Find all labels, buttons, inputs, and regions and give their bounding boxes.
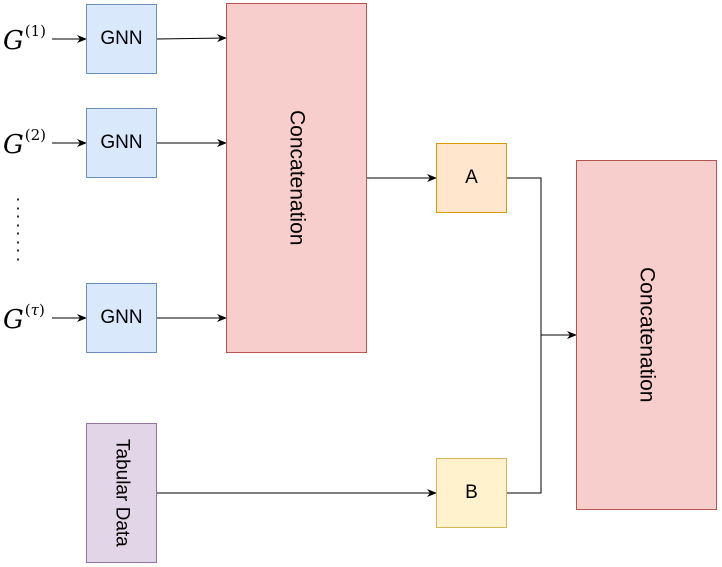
concatenation-box-2[interactable]: Concatenation — [576, 160, 717, 510]
concatenation-box-1[interactable]: Concatenation — [226, 3, 367, 353]
input-label-g2: G(2) — [3, 126, 47, 160]
box-a[interactable]: A — [436, 143, 507, 213]
box-a-label: A — [465, 167, 478, 188]
concatenation-label-1: Concatenation — [285, 110, 309, 246]
input-label-gtau: G(τ) — [3, 301, 45, 335]
tabular-data-box[interactable]: Tabular Data — [86, 423, 157, 563]
edge-gnn1-concat — [156, 34, 227, 43]
gnn-box-2[interactable]: GNN — [86, 108, 157, 178]
gnn-label: GNN — [100, 132, 143, 153]
edge-b-concat2 — [507, 335, 542, 494]
gnn-label: GNN — [100, 307, 143, 328]
tabular-data-label: Tabular Data — [111, 439, 133, 547]
box-b[interactable]: B — [436, 458, 507, 528]
gnn-label: GNN — [100, 28, 143, 49]
input-label-g1: G(1) — [3, 22, 47, 56]
ellipsis: ········ — [15, 190, 21, 269]
concatenation-label-2: Concatenation — [635, 267, 659, 403]
gnn-box-1[interactable]: GNN — [86, 4, 157, 74]
gnn-box-tau[interactable]: GNN — [86, 283, 157, 353]
edge-a-concat2 — [507, 177, 577, 339]
box-b-label: B — [465, 482, 478, 503]
